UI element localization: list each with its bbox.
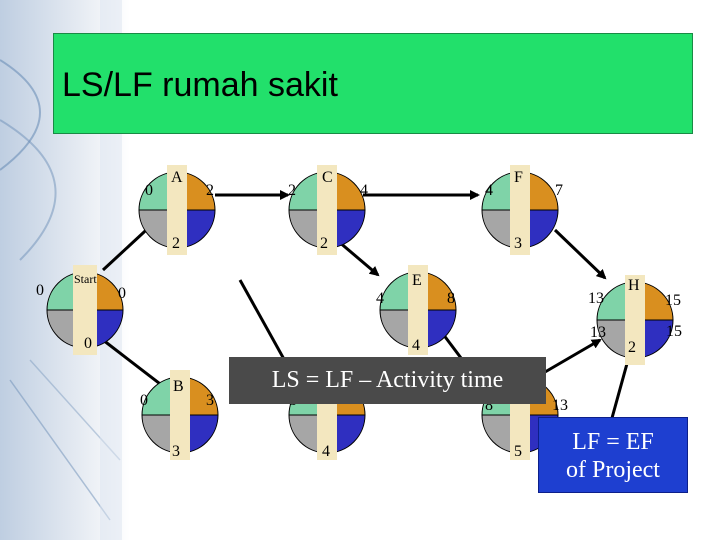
node-B (141, 370, 219, 460)
start-left: 0 (36, 282, 44, 299)
e-name: E (412, 272, 422, 289)
f-ef: 7 (555, 182, 563, 199)
start-ef: 0 (118, 285, 126, 302)
slide-title: LS/LF rumah sakit (62, 66, 338, 104)
b-ef: 3 (206, 392, 214, 409)
h-ls: 13 (590, 324, 606, 341)
c-ls: 2 (320, 235, 328, 252)
ls-formula-callout: LS = LF – Activity time (229, 357, 546, 404)
c-name: C (322, 169, 333, 186)
b-es: 0 (140, 392, 148, 409)
h-dur: 2 (628, 339, 636, 356)
b-name: B (173, 378, 184, 395)
node-F (481, 165, 559, 255)
a-name: A (171, 169, 183, 186)
d-ls: 4 (322, 443, 330, 460)
h-name: H (628, 277, 640, 294)
h-ef: 15 (665, 292, 681, 309)
f-ls: 3 (514, 235, 522, 252)
a-ls: 2 (172, 235, 180, 252)
g-es: 8 (485, 397, 493, 414)
c-es: 2 (288, 182, 296, 199)
f-es: 4 (485, 182, 493, 199)
a-es: 0 (145, 182, 153, 199)
g-ef: 13 (552, 397, 568, 414)
h-lf: 15 (666, 323, 682, 340)
start-ls: 0 (84, 335, 92, 352)
c-ef: 4 (360, 182, 368, 199)
lf-callout-line2: of Project (566, 457, 660, 483)
h-es: 13 (588, 290, 604, 307)
lf-project-callout: LF = EF of Project (538, 417, 688, 493)
a-ef: 2 (206, 182, 214, 199)
title-banner (53, 33, 693, 134)
start-name: Start (74, 272, 97, 286)
b-ls: 3 (172, 443, 180, 460)
f-name: F (514, 169, 523, 186)
g-ls: 5 (514, 443, 522, 460)
node-C (288, 165, 366, 255)
node-H (596, 275, 674, 365)
node-E (379, 265, 457, 355)
node-start (46, 265, 124, 355)
e-es: 4 (376, 290, 384, 307)
node-labels: 0 A 2 2 2 C 4 2 4 F 7 3 0 Start 0 0 4 E … (36, 169, 682, 460)
e-ls: 4 (412, 337, 420, 354)
node-A (138, 165, 216, 255)
lf-callout-line1: LF = EF (572, 429, 654, 455)
e-ef: 8 (447, 290, 455, 307)
